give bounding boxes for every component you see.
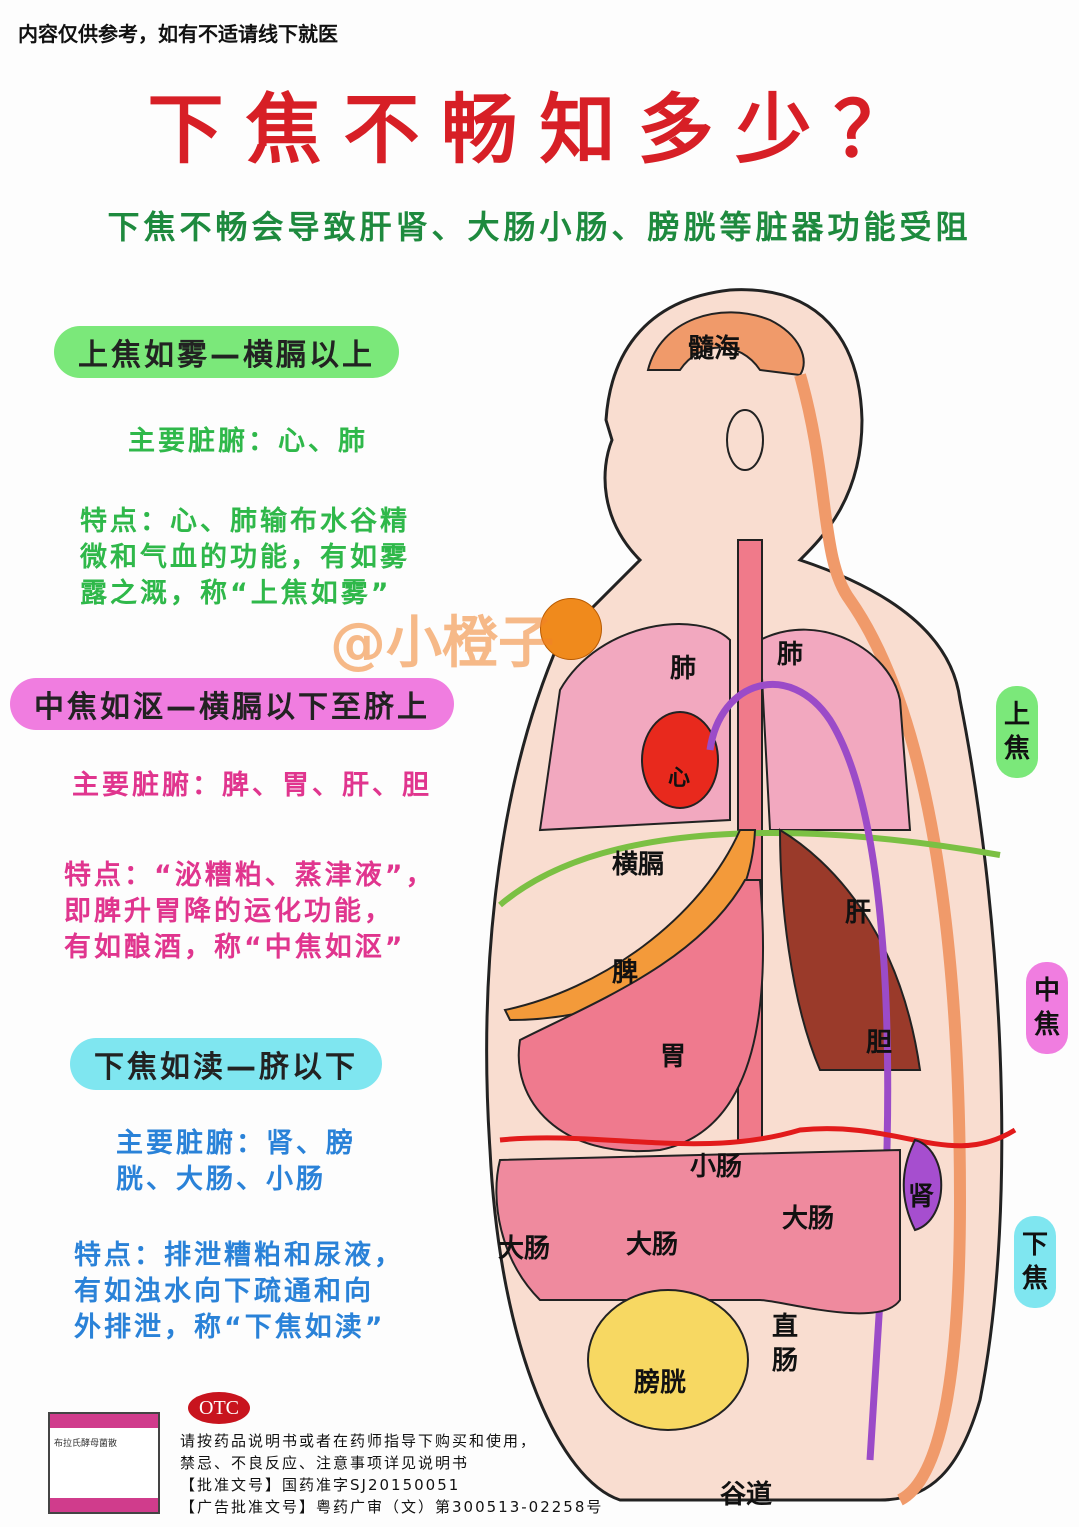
feature-line: 即脾升胃降的运化功能， bbox=[64, 896, 394, 927]
organs-line: 胱、大肠、小肠 bbox=[116, 1164, 326, 1195]
feature-line: 外排泄，称“下焦如渎” bbox=[74, 1312, 386, 1343]
label-large-intestine-2: 大肠 bbox=[626, 1230, 679, 1260]
heart-shape bbox=[641, 711, 719, 809]
stomach-shape bbox=[517, 879, 765, 1153]
side-tag-upper: 上焦 bbox=[996, 686, 1038, 778]
subtitle: 下焦不畅会导致肝肾、大肠小肠、膀胱等脏器功能受阻 bbox=[107, 208, 972, 246]
section-upper-features: 特点：心、肺输布水谷精 微和气血的功能，有如雾 露之溉，称“上焦如雾” bbox=[80, 504, 410, 612]
otc-badge: OTC bbox=[188, 1392, 250, 1424]
side-tag-lower: 下焦 bbox=[1014, 1216, 1056, 1308]
legal-line: 【批准文号】国药准字SJ20150051 bbox=[180, 1476, 461, 1494]
section-middle-features: 特点：“泌糟粕、蒸津液”， 即脾升胃降的运化功能， 有如酿酒，称“中焦如沤” bbox=[64, 858, 436, 966]
feature-line: 特点：心、肺输布水谷精 bbox=[80, 506, 410, 537]
box-band-bottom bbox=[50, 1498, 158, 1512]
label-anus: 谷道 bbox=[720, 1480, 773, 1510]
disclaimer: 内容仅供参考，如有不适请线下就医 bbox=[18, 22, 338, 46]
box-band-top bbox=[50, 1414, 158, 1428]
ear bbox=[726, 409, 764, 471]
kidney-shape bbox=[902, 1138, 943, 1232]
section-upper-heading: 上焦如雾—横膈以上 bbox=[54, 326, 399, 378]
side-tag-middle: 中焦 bbox=[1026, 962, 1068, 1054]
page-title: 下焦不畅知多少？ bbox=[147, 85, 932, 174]
section-upper-organs: 主要脏腑：心、肺 bbox=[128, 426, 368, 457]
navel-line bbox=[499, 1126, 1017, 1149]
label-liver: 肝 bbox=[845, 898, 872, 928]
label-rectum: 直肠 bbox=[772, 1312, 799, 1376]
section-middle-organs: 主要脏腑：脾、胃、肝、胆 bbox=[72, 770, 432, 801]
orange-icon bbox=[540, 598, 602, 660]
label-small-intestine: 小肠 bbox=[690, 1152, 743, 1182]
label-lung-left: 肺 bbox=[670, 654, 697, 684]
legal-line: 请按药品说明书或者在药师指导下购买和使用， bbox=[180, 1432, 538, 1450]
section-middle-heading: 中焦如沤—横膈以下至脐上 bbox=[10, 678, 454, 730]
label-bladder: 膀胱 bbox=[634, 1368, 687, 1398]
section-lower-organs: 主要脏腑：肾、膀 胱、大肠、小肠 bbox=[116, 1126, 356, 1198]
legal-line: 禁忌、不良反应、注意事项详见说明书 bbox=[180, 1454, 470, 1472]
feature-line: 特点：“泌糟粕、蒸津液”， bbox=[64, 860, 436, 891]
product-name: 布拉氏酵母菌散 bbox=[54, 1439, 118, 1449]
label-large-intestine-3: 大肠 bbox=[782, 1204, 835, 1234]
label-diaphragm: 横膈 bbox=[612, 850, 665, 880]
section-lower-heading: 下焦如渎—脐以下 bbox=[70, 1038, 382, 1090]
label-gallbladder: 胆 bbox=[866, 1028, 893, 1058]
label-spleen: 脾 bbox=[612, 958, 639, 988]
feature-line: 露之溉，称“上焦如雾” bbox=[80, 578, 392, 609]
watermark: @小橙子 bbox=[330, 611, 554, 676]
legal-text: 请按药品说明书或者在药师指导下购买和使用， 禁忌、不良反应、注意事项详见说明书 … bbox=[180, 1430, 603, 1518]
label-kidney: 肾 bbox=[908, 1182, 935, 1212]
label-stomach: 胃 bbox=[660, 1042, 687, 1072]
feature-line: 微和气血的功能，有如雾 bbox=[80, 542, 410, 573]
feature-line: 特点：排泄糟粕和尿液， bbox=[74, 1240, 404, 1271]
lungs bbox=[538, 623, 912, 832]
feature-line: 有如浊水向下疏通和向 bbox=[74, 1276, 374, 1307]
spine bbox=[794, 373, 967, 1506]
intestines bbox=[495, 1148, 901, 1315]
label-lung-right: 肺 bbox=[777, 640, 804, 670]
feature-line: 有如酿酒，称“中焦如沤” bbox=[64, 932, 406, 963]
brain-arc bbox=[646, 311, 805, 377]
label-heart: 心 bbox=[668, 766, 691, 791]
legal-line: 【广告批准文号】粤药广审（文）第300513-02258号 bbox=[180, 1498, 604, 1516]
product-box-image: 布拉氏酵母菌散 bbox=[48, 1412, 160, 1514]
bladder-shape bbox=[587, 1289, 749, 1431]
label-large-intestine-1: 大肠 bbox=[498, 1234, 551, 1264]
aorta bbox=[706, 680, 892, 1461]
diaphragm-line bbox=[498, 830, 1001, 908]
organs-line: 主要脏腑：肾、膀 bbox=[116, 1128, 356, 1159]
label-marrow-sea: 髓海 bbox=[688, 334, 741, 364]
section-lower-features: 特点：排泄糟粕和尿液， 有如浊水向下疏通和向 外排泄，称“下焦如渎” bbox=[74, 1238, 404, 1346]
